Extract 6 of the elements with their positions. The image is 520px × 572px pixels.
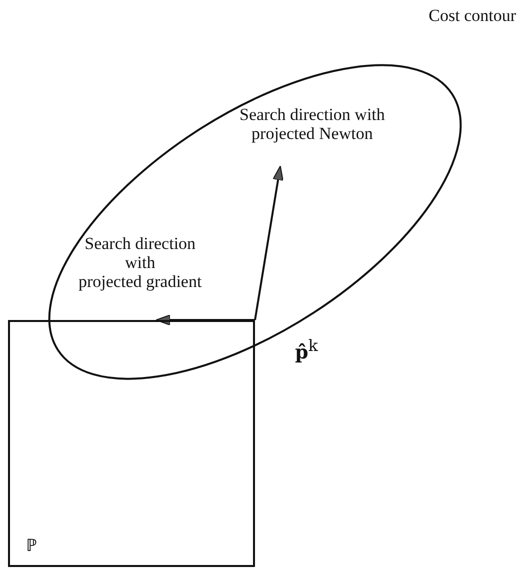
arrow-label: Search direction with projected gradient bbox=[78, 234, 202, 291]
contour-label: Cost contour bbox=[428, 6, 516, 25]
point-label: p̂$^{k}$ bbox=[295, 336, 318, 362]
feasible-set-box bbox=[8, 320, 255, 567]
set-label: ℙ bbox=[26, 536, 37, 555]
arrow-label: Search direction with projected Newton bbox=[240, 105, 385, 143]
